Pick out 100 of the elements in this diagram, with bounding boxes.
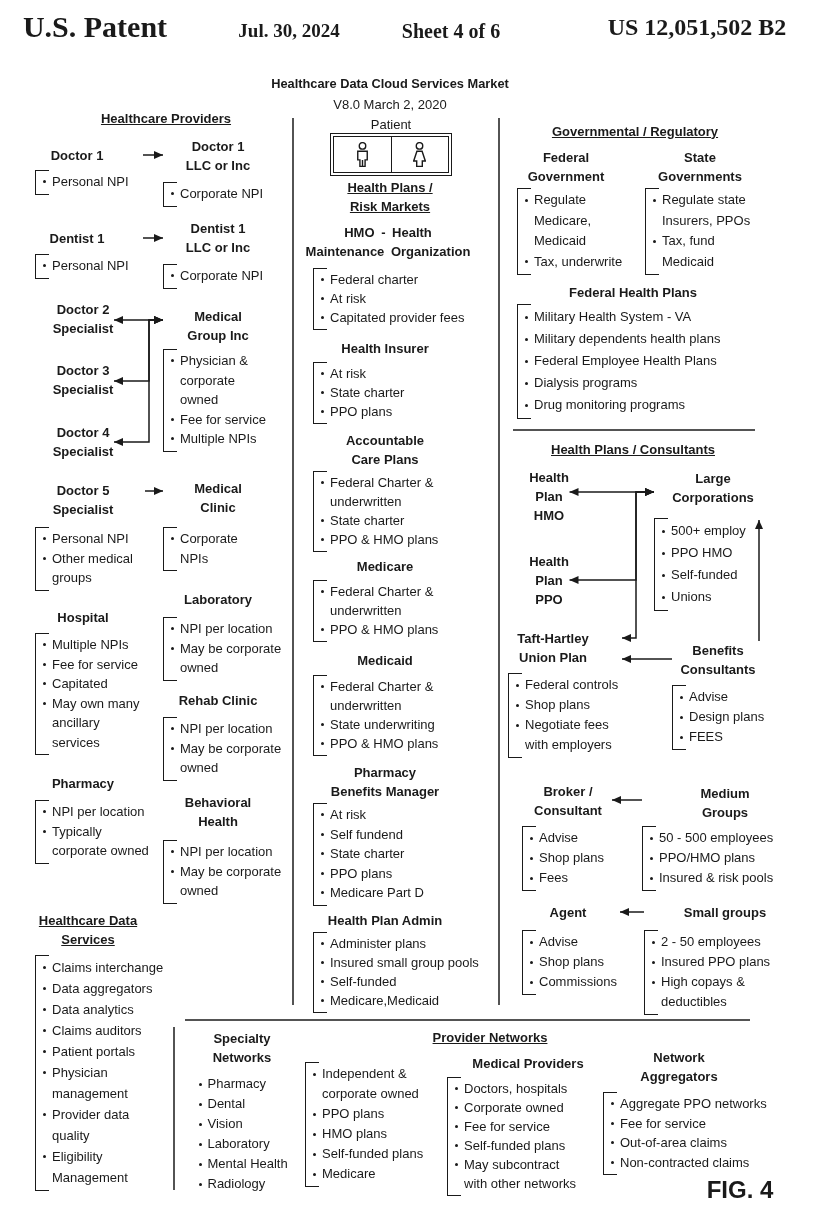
section-heading: Healthcare Providers: [100, 111, 232, 127]
list-item: Mental Health: [196, 1154, 290, 1174]
list-item: Corporate owned: [453, 1098, 565, 1117]
node-label: Patient: [370, 116, 412, 133]
list-item: Personal NPI: [41, 529, 130, 549]
node-heading: Large Corporations: [671, 470, 755, 507]
double-arrow: [113, 316, 164, 446]
list-item: Self-funded: [660, 564, 739, 586]
list-item: Multiple NPIs: [169, 429, 258, 449]
version-date: V8.0 March 2, 2020: [333, 97, 447, 113]
list-item: May be corporate owned: [169, 638, 283, 678]
list-item: Corporate NPI: [169, 184, 265, 204]
node-heading: Pharmacy: [51, 775, 115, 793]
list-item: Capitated provider fees: [319, 308, 466, 327]
list-item: Doctors, hospitals: [453, 1079, 569, 1098]
node-heading: Medicaid: [356, 652, 414, 670]
list-item: 2 - 50 employees: [650, 932, 762, 952]
list-item: High copays & deductibles: [650, 972, 746, 1012]
node-heading: HMO - Health Maintenance Organization: [305, 224, 471, 261]
list-item: Claims interchange: [41, 957, 165, 978]
list-item: NPI per location: [41, 802, 146, 822]
list-item: May subcontract with other networks: [453, 1155, 577, 1193]
list-item: Data aggregators: [41, 978, 154, 999]
node-heading: Broker / Consultant: [533, 783, 603, 820]
list-item: Federal charter: [319, 270, 420, 289]
list-item: Laboratory: [196, 1134, 272, 1154]
list-item: PPO HMO: [660, 542, 734, 564]
list-item: Administer plans: [319, 934, 428, 953]
list-item: Other medical groups: [41, 548, 134, 588]
list-item: May be corporate owned: [169, 861, 283, 901]
list-item: Advise: [528, 828, 580, 848]
list-item: NPI per location: [169, 719, 274, 739]
list-item: FEES: [678, 727, 724, 747]
diagram-title: Healthcare Data Cloud Services Market: [271, 76, 509, 92]
patent-office-heading: U.S. Patent: [22, 9, 168, 45]
list-item: HMO plans: [311, 1124, 389, 1144]
list-item: Fees: [528, 868, 569, 888]
node-label: Health Plan PPO: [528, 552, 570, 609]
list-item: Corporate NPIs: [169, 529, 239, 568]
list-item: Radiology: [196, 1174, 267, 1194]
list-item: Drug monitoring programs: [523, 394, 687, 416]
list-item: Federal controls: [514, 675, 620, 695]
list-item: State underwriting: [319, 715, 436, 734]
arrow: [755, 519, 763, 642]
list-item: Shop plans: [528, 848, 606, 868]
list-item: Capitated: [41, 674, 109, 694]
node-heading: Dentist 1 LLC or Inc: [185, 220, 251, 257]
list-item: State charter: [319, 511, 406, 530]
list-item: PPO plans: [311, 1104, 386, 1124]
list-item: Fee for service: [609, 1113, 707, 1133]
list-item: May be corporate owned: [169, 738, 283, 778]
node-heading: Federal Health Plans: [568, 284, 698, 302]
arrow: [611, 796, 643, 804]
list-item: At risk: [319, 289, 368, 308]
list-item: Multiple NPIs: [41, 635, 130, 655]
section-heading: Health Plans / Consultants: [551, 442, 715, 458]
list-item: Provider data quality: [41, 1104, 131, 1146]
list-item: Insured PPO plans: [650, 952, 772, 972]
list-item: NPI per location: [169, 619, 274, 639]
patent-date: Jul. 30, 2024: [238, 20, 340, 42]
node-heading: Dentist 1: [49, 230, 105, 248]
node-heading: Health Plan Admin: [327, 912, 443, 930]
node-heading: Hospital: [56, 609, 110, 627]
list-item: Independent & corporate owned: [311, 1064, 420, 1104]
list-item: Fee for service: [453, 1117, 551, 1136]
list-item: Shop plans: [514, 695, 592, 715]
list-item: Advise: [528, 932, 580, 952]
list-item: At risk: [319, 364, 368, 383]
list-item: PPO plans: [319, 402, 394, 421]
node-heading: Behavioral Health: [184, 794, 252, 831]
list-item: PPO & HMO plans: [319, 620, 440, 639]
list-item: Physician & corporate owned: [169, 351, 249, 410]
list-item: State charter: [319, 844, 406, 864]
list-item: NPI per location: [169, 842, 274, 862]
list-item: PPO/HMO plans: [648, 848, 757, 868]
list-item: Vision: [196, 1114, 245, 1134]
node-heading: Taft-Hartley Union Plan: [516, 630, 590, 667]
list-item: PPO & HMO plans: [319, 530, 440, 549]
list-item: Non-contracted claims: [609, 1152, 751, 1172]
node-heading: Health Insurer: [340, 340, 430, 358]
list-item: Federal Charter & underwritten: [319, 582, 435, 620]
list-item: Patient portals: [41, 1041, 137, 1062]
list-item: 500+ employ: [660, 520, 747, 542]
figure-label: FIG. 4: [706, 1176, 774, 1204]
list-item: Aggregate PPO networks: [609, 1094, 768, 1114]
arrow: [142, 151, 164, 159]
node-heading: Medium Groups: [699, 785, 751, 822]
node-label: Doctor 2 Specialist: [52, 300, 114, 338]
node-heading: Federal Government: [527, 149, 605, 186]
node-label: Doctor 4 Specialist: [52, 423, 114, 461]
list-item: Medicare: [311, 1164, 377, 1184]
list-item: Negotiate fees with employers: [514, 715, 613, 755]
node-heading: Healthcare Data Services: [38, 912, 138, 949]
list-item: Self-funded: [319, 972, 398, 991]
list-item: Medicare Part D: [319, 883, 425, 903]
node-heading: Medical Providers: [471, 1055, 585, 1073]
node-heading: Pharmacy Benefits Manager: [330, 764, 440, 801]
list-item: 50 - 500 employees: [648, 828, 775, 848]
arrow: [619, 908, 645, 916]
arrow: [144, 487, 164, 495]
